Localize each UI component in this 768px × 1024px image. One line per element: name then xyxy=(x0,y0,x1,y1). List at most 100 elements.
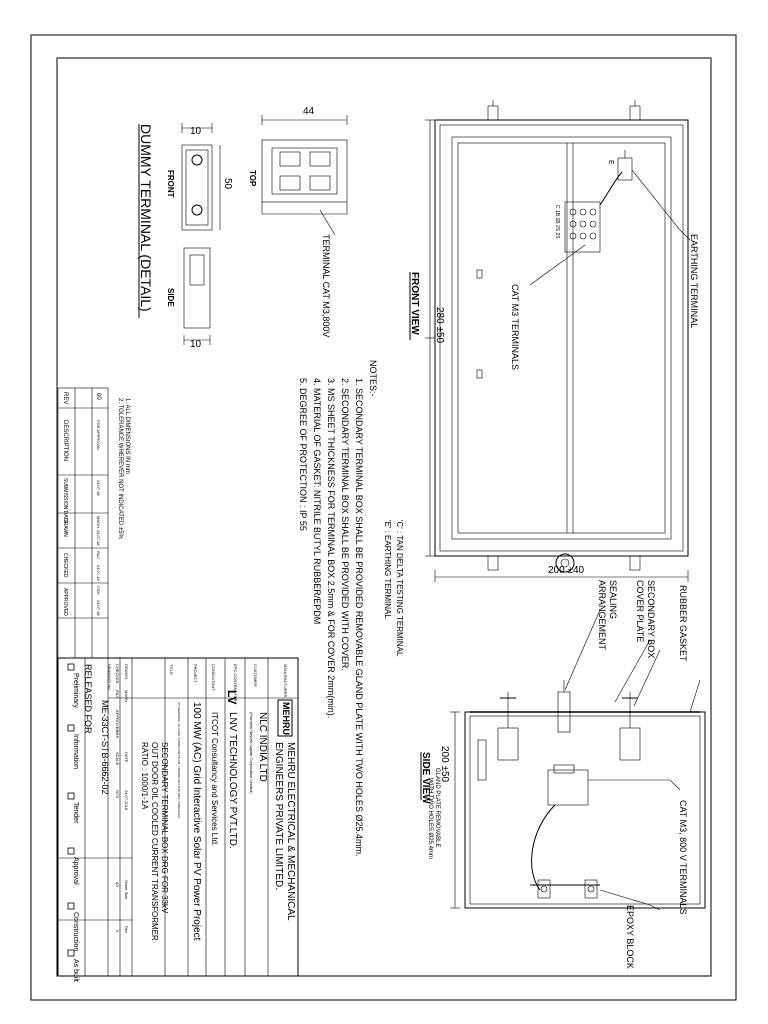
front-label: FRONT xyxy=(166,170,175,198)
released-option-approval[interactable]: Approval xyxy=(67,847,79,885)
title-line-1: SECONDARY TERMINAL BOX DRG FOR 33kV xyxy=(160,742,169,914)
released-option-tender[interactable]: Tender xyxy=(67,792,79,824)
drawn-header: DRAWN xyxy=(62,518,68,537)
rev-label: Rev xyxy=(124,926,129,933)
notes-header: NOTES:- xyxy=(368,360,378,397)
description-value: FOR APPROVAL xyxy=(96,420,101,451)
side-view xyxy=(450,609,706,911)
dim-50: 50 xyxy=(222,178,233,190)
description-header: DESCRIPTION xyxy=(62,420,68,461)
consultant-label: CONSULTANT xyxy=(211,664,216,691)
approved-name-value: CSN xyxy=(96,586,101,595)
cat-m3-800v-label: CAT M3, 800 V TERMINALS xyxy=(678,800,688,915)
e-mark: E xyxy=(607,160,614,165)
submission-date-header: SUBMISSION DATE xyxy=(62,478,68,524)
approved-header: APPROVED xyxy=(62,588,68,616)
released-option-tender-label: Tender xyxy=(72,802,79,824)
note-1: 1. SECONDARY TERMINAL BOX SHALL BE PROVI… xyxy=(354,378,364,856)
secondary-box-label-2: COVER PLATE xyxy=(635,580,645,642)
drawn-label: DRAWN xyxy=(124,664,129,679)
released-option-as-built-label: As built xyxy=(72,959,79,982)
side-view-label: SIDE VIEW xyxy=(420,752,431,804)
released-option-approval-label: Approval xyxy=(72,857,79,885)
checked-label: CHECKED xyxy=(115,664,120,684)
epc-logo: LV xyxy=(225,690,239,704)
note-5: 5. DEGREE OF PROTECTION : IP 55 xyxy=(298,378,308,531)
scale-value: NTS xyxy=(115,790,120,798)
dim-10-top: 10 xyxy=(190,126,202,137)
note-4: 4. MATERIAL OF GASKET: NITRILE BUTYL RUB… xyxy=(312,378,322,624)
general-note-1: 1. ALL DIMENSIONS IN mm xyxy=(124,398,130,474)
dim-200-width: 200 ±40 xyxy=(548,565,585,576)
drawing-number-label: DRAWING No. xyxy=(107,664,112,691)
cat-m3-terminals-label: CAT M3 TERMINALS xyxy=(510,284,520,370)
approved-by: SRS xyxy=(115,730,120,739)
c-marks: C 1B 1B 2S 2S xyxy=(554,205,560,239)
dummy-terminal xyxy=(181,115,348,345)
released-option-preliminary-label: Preliminary xyxy=(72,673,79,709)
submission-date-value: 24.07.18 xyxy=(96,480,101,496)
company-logo: MEHRU xyxy=(281,702,291,735)
drawn-date-value: 24.07.18 xyxy=(96,530,101,546)
revision-table xyxy=(57,387,109,659)
released-option-information[interactable]: Information xyxy=(67,724,79,769)
released-for-label: RELEASED FOR xyxy=(83,664,93,734)
note-2: 2. SECONDARY TERMINAL BOX SHALL BE PROVI… xyxy=(340,378,350,671)
title-block xyxy=(57,657,299,977)
side-label: SIDE xyxy=(166,288,175,307)
rev-header: REV xyxy=(62,392,68,404)
rev-value: 00 xyxy=(95,393,101,400)
scale-label: SCALE xyxy=(115,752,120,765)
project-label: PROJECT xyxy=(193,664,198,683)
dummy-terminal-title: DUMMY TERMINAL (DETAIL) xyxy=(138,124,154,312)
company-name-2: ENGINEERS PRIVATE LIMITED. xyxy=(273,742,284,890)
released-option-information-label: Information xyxy=(72,734,79,769)
epc-label: EPC CONTRACTOR xyxy=(233,664,238,702)
customer-label: CUSTOMER xyxy=(253,664,258,687)
approved-date-value: 24.07.18 xyxy=(96,600,101,616)
front-view xyxy=(425,100,691,582)
released-option-preliminary[interactable]: Preliminary xyxy=(67,663,79,709)
company-name-1: MEHRU ELECTRICAL & MECHANICAL xyxy=(285,742,296,921)
c-note: 'C' : TAN DELTA TESTING TERMINAL xyxy=(395,520,404,657)
sheet-size-value: A3 xyxy=(115,882,120,888)
rubber-gasket-label: RUBBER GASKET xyxy=(678,585,688,662)
epc-name: LNV TECHNOLOGY PVT.LTD. xyxy=(227,712,238,849)
checked-date-value: 24.07.18 xyxy=(96,565,101,581)
terminal-cat-label: TERMINAL CAT M3,800V xyxy=(321,234,331,337)
dim-44: 44 xyxy=(303,106,315,117)
earthing-terminal-label: EARTHING TERMINAL xyxy=(689,234,699,328)
gland-plate-label-2: WITH TWO HOLES Ø25.4mm xyxy=(427,778,433,859)
gland-plate-label-1: GLAND PLATE REMOVABLE xyxy=(434,768,440,847)
dim-10-bottom: 10 xyxy=(190,339,202,350)
customer-sub: (Formerly Neyveli Lignite Corporation Li… xyxy=(249,712,254,794)
secondary-box-label-1: SECONDARY BOX xyxy=(646,580,656,658)
released-option-as-built[interactable]: As built xyxy=(67,949,79,982)
e-note: 'E' : EARTHING TERMINAL xyxy=(383,520,392,619)
note-3: 3. MS SHEET THICKNESS FOR TERMINAL BOX 2… xyxy=(326,378,336,718)
checked-header: CHECKED xyxy=(62,553,68,578)
inner-border xyxy=(56,57,712,977)
dim-280: 280 ±50 xyxy=(434,307,445,344)
project-sub: AT NAMAKKAL VILLAGE, AUNDALAM TALUK, TIR… xyxy=(177,702,181,818)
released-option-construction[interactable]: Construction xyxy=(67,902,79,951)
dim-200-height: 200 ±50 xyxy=(439,746,450,783)
front-view-label: FRONT VIEW xyxy=(409,272,420,335)
title-line-2: OUT DOOR OIL COOLED CURRENT TRANSFORMER xyxy=(150,742,159,941)
released-option-construction-label: Construction xyxy=(72,912,79,951)
consultant-name: ITCOT Consultancy and Services Ltd. xyxy=(210,712,219,846)
sealing-label-1: SEALING xyxy=(608,580,618,619)
outer-border xyxy=(30,34,737,1001)
customer-name: NLC INDIA LTD xyxy=(257,712,268,782)
approved-label: APPROVED xyxy=(115,710,120,732)
sealing-label-2: ARRANGEMENT xyxy=(597,580,607,651)
epoxy-block-label: EPOXY BLOCK xyxy=(625,905,635,969)
title-line-3: RATIO : 1000/1-1A xyxy=(140,742,149,810)
checked-by: RAJ xyxy=(115,690,120,698)
project-name: 100 MW (AC) Grid Interactive Solar PV Po… xyxy=(191,702,202,941)
date-label: DATE xyxy=(124,752,129,763)
top-label: TOP xyxy=(248,170,257,187)
